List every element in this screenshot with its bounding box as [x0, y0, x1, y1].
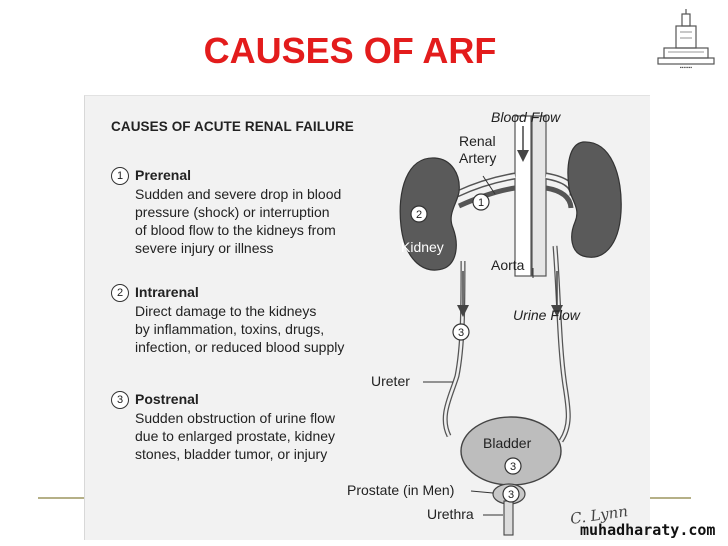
label-kidney: Kidney	[401, 239, 444, 255]
bladder-shape	[460, 416, 562, 486]
label-urethra: Urethra	[427, 506, 474, 522]
left-kidney-shape	[399, 157, 460, 271]
cause-description-intrarenal: Direct damage to the kidneys by inflamma…	[135, 303, 345, 355]
label-bladder: Bladder	[483, 435, 532, 451]
marker-1: 1	[472, 193, 490, 211]
cause-number-3: 3	[111, 391, 129, 409]
marker-2-text: 2	[416, 209, 422, 221]
right-kidney-shape	[567, 141, 622, 258]
marker-3-bladder-text: 3	[510, 461, 516, 473]
cause-heading-intrarenal: Intrarenal	[135, 284, 199, 300]
cause-heading-prerenal: Prerenal	[135, 167, 192, 183]
label-urine-flow: Urine Flow	[513, 307, 581, 323]
cause-description-postrenal: Sudden obstruction of urine flow due to …	[135, 410, 336, 462]
label-prostate: Prostate (in Men)	[347, 482, 454, 498]
urethra-shape	[503, 500, 514, 536]
marker-3-ureter-text: 3	[458, 327, 464, 339]
svg-text:▪▪▪▪▪▪▪: ▪▪▪▪▪▪▪	[680, 65, 693, 70]
aorta-shape	[514, 115, 547, 277]
slide-title: CAUSES OF ARF	[203, 30, 497, 71]
marker-2: 2	[410, 205, 428, 223]
marker-3-ureter: 3	[452, 323, 470, 341]
footer-line-right	[649, 497, 691, 499]
label-ureter: Ureter	[371, 373, 410, 389]
label-aorta: Aorta	[491, 257, 525, 273]
prostate-leader	[470, 490, 494, 494]
watermark-text: muhadharaty.com	[580, 521, 716, 539]
renal-artery-leader	[482, 175, 496, 195]
marker-3-bladder: 3	[504, 457, 522, 475]
figure-title: CAUSES OF ACUTE RENAL FAILURE	[111, 119, 354, 134]
footer-line-left	[38, 497, 84, 499]
cause-number-1: 1	[111, 167, 129, 185]
marker-3-prostate-text: 3	[508, 489, 514, 501]
cause-heading-postrenal: Postrenal	[135, 391, 199, 407]
label-blood-flow: Blood Flow	[491, 109, 561, 125]
arf-figure: CAUSES OF ACUTE RENAL FAILURE 1 Prerenal…	[84, 95, 650, 540]
cause-description-prerenal: Sudden and severe drop in blood pressure…	[135, 186, 342, 256]
marker-1-text: 1	[478, 197, 484, 209]
university-logo-icon: ▪▪▪▪▪▪▪	[657, 9, 715, 70]
urinary-system-diagram: 1 2 3 3 3 Blood Flow Renal Artery Kidney…	[347, 109, 629, 536]
label-artery: Artery	[459, 150, 496, 166]
label-renal: Renal	[459, 133, 496, 149]
cause-number-2: 2	[111, 284, 129, 302]
marker-3-prostate: 3	[502, 485, 520, 503]
